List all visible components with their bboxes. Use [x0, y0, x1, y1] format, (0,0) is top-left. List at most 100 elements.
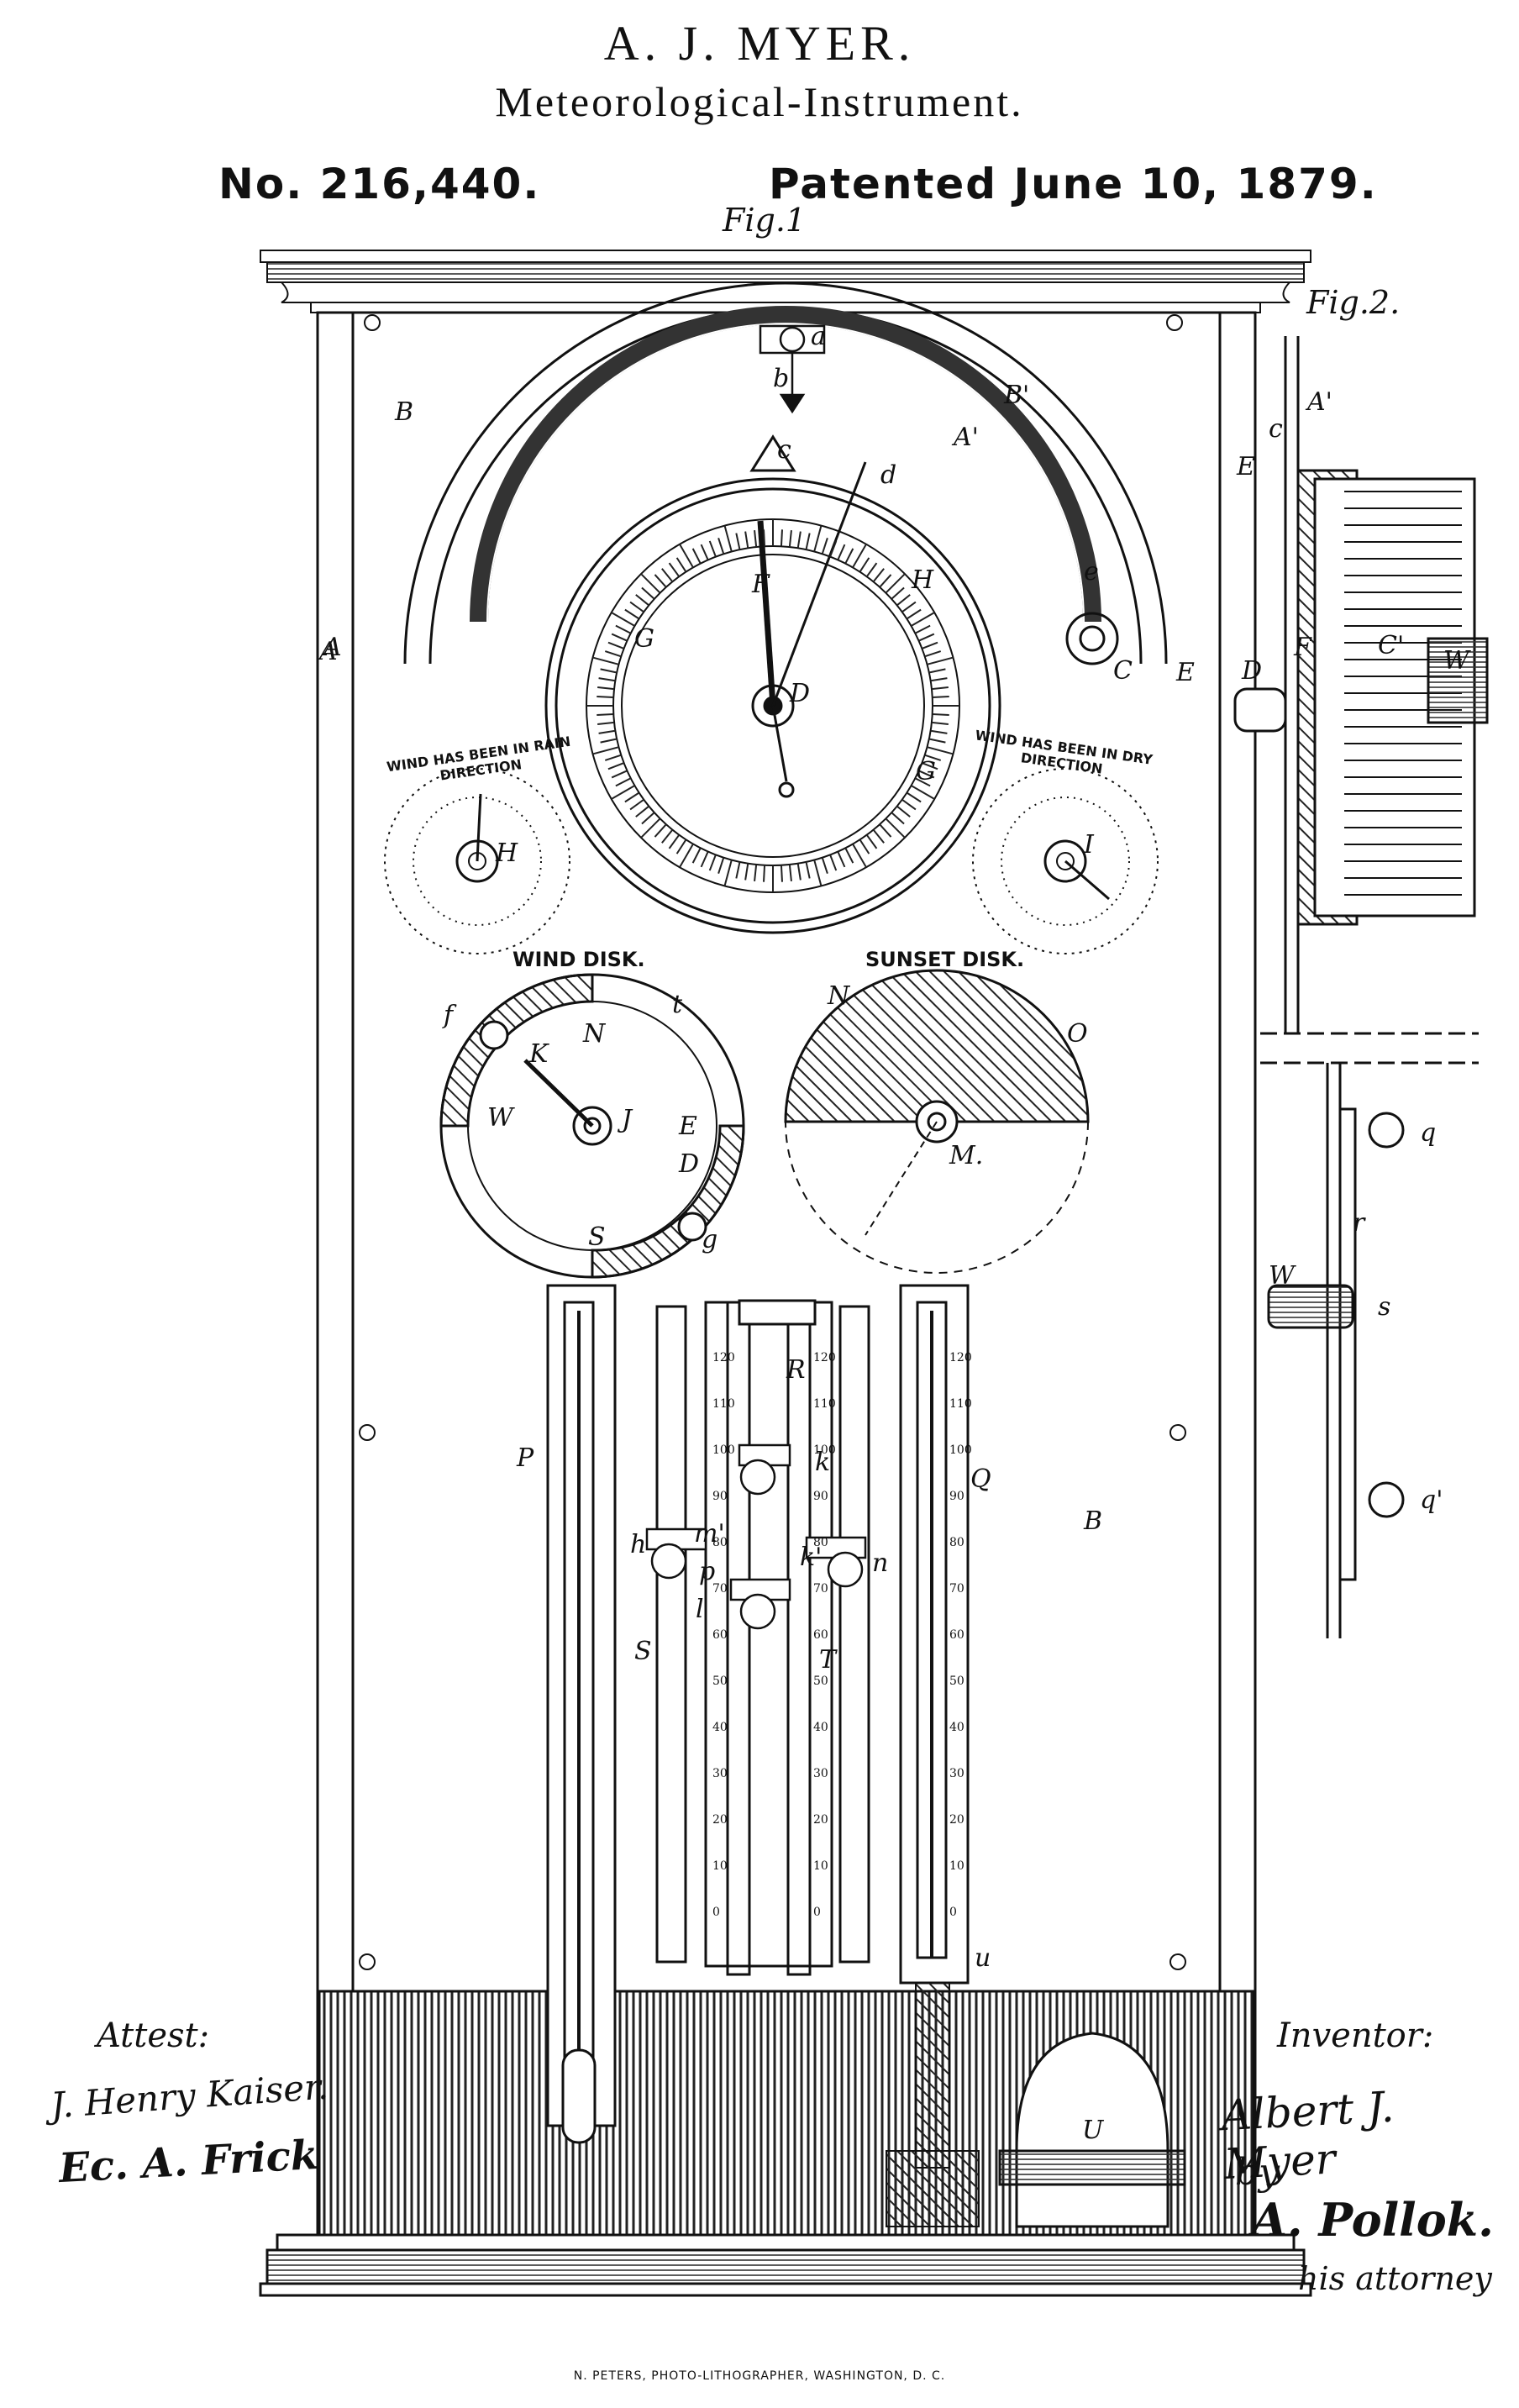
reference-letter: T — [819, 1645, 838, 1675]
reference-letter: N — [827, 981, 851, 1011]
barometer-tick — [615, 624, 632, 634]
scale-number: 120 — [712, 1351, 735, 1364]
barometer-tick — [911, 612, 935, 627]
barometer-tick — [829, 854, 838, 871]
reference-letter: E — [1175, 658, 1195, 687]
screws — [359, 314, 1186, 1970]
reference-letter: U — [1082, 2116, 1105, 2145]
reference-letter: m' — [694, 1519, 725, 1548]
barometer-tick — [872, 829, 885, 844]
scale-number: 0 — [813, 1906, 821, 1919]
scale-number: 50 — [712, 1675, 728, 1688]
barometer-tick — [723, 860, 733, 886]
barometer-tick — [654, 823, 667, 838]
thermometer-right — [899, 1284, 970, 1985]
reference-letter: O — [1067, 1019, 1088, 1049]
inventor-label: Inventor: — [1277, 2016, 1434, 2055]
scale-number: 30 — [813, 1767, 828, 1780]
thermometer-left — [546, 1284, 617, 2144]
barometer-tick — [896, 805, 911, 818]
reference-letter: c — [1269, 414, 1283, 444]
patent-date: Patented June 10, 1879. — [769, 160, 1378, 208]
scale-number: 120 — [949, 1351, 972, 1364]
barometer-tick — [708, 854, 717, 871]
barometer-tick — [679, 544, 694, 568]
barometer-tick — [865, 562, 878, 577]
barometer-tick — [796, 531, 802, 549]
reference-letter: h — [630, 1530, 646, 1559]
barometer-tick — [592, 656, 619, 665]
by-label: by — [1235, 2151, 1280, 2194]
scale-number: 100 — [813, 1443, 836, 1457]
wet-bulb — [886, 1982, 980, 2227]
barometer-tick — [597, 712, 614, 716]
barometer-tick — [763, 865, 766, 882]
sunset-disk — [784, 969, 1090, 1274]
reference-letter: A — [321, 633, 342, 662]
barometer-tick — [675, 839, 687, 854]
barometer-tick — [918, 770, 935, 779]
barometer-tick — [896, 594, 911, 607]
patent-title: Meteorological-Instrument. — [495, 78, 1024, 125]
barometer-tick — [691, 847, 702, 864]
barometer-tick — [735, 861, 741, 879]
barometer-tick — [911, 785, 935, 800]
reference-letter: P — [516, 1443, 534, 1473]
scale-number: 90 — [813, 1490, 828, 1503]
barometer-tick — [891, 586, 905, 600]
fig2-side-view — [1233, 336, 1489, 1638]
barometer-tick — [879, 574, 892, 588]
barometer-tick — [844, 847, 854, 864]
scale-number: 60 — [712, 1628, 728, 1642]
reference-letter: H — [911, 565, 934, 595]
barometer-tick — [598, 729, 616, 734]
barometer-tick — [930, 677, 948, 682]
reference-letter: f — [442, 1001, 457, 1030]
scale-number: 50 — [813, 1675, 828, 1688]
reference-letter: e — [1084, 557, 1099, 586]
reference-letter: Q — [970, 1464, 991, 1494]
barometer-tick — [924, 754, 942, 761]
barometer-tick — [788, 530, 792, 548]
barometer-tick — [914, 624, 931, 634]
barometer-tick — [629, 798, 644, 811]
scale-number: 0 — [712, 1906, 720, 1919]
barometer-tick — [805, 861, 811, 879]
scale-number: 110 — [813, 1397, 836, 1411]
barometer-tick — [931, 721, 949, 725]
barometer-tick — [629, 601, 644, 613]
barometer-tick — [607, 762, 624, 770]
central-slides — [655, 1299, 870, 1976]
barometer-tick — [927, 746, 954, 755]
barometer-tick — [922, 641, 938, 649]
reference-letter: R — [786, 1355, 806, 1385]
barometer-tick — [598, 677, 616, 682]
barometer-tick — [744, 863, 749, 881]
scale-number: 50 — [949, 1675, 964, 1688]
barometer-tick — [604, 650, 622, 658]
barometer-tick — [813, 525, 823, 552]
scale-number: 90 — [712, 1490, 728, 1503]
reference-letter: A' — [951, 423, 979, 452]
barometer-tick — [901, 798, 917, 811]
wind-disk-label: WIND DISK. — [512, 948, 645, 971]
barometer-tick — [604, 754, 622, 761]
scale-number: 40 — [949, 1721, 964, 1734]
reference-letter: l — [696, 1595, 704, 1624]
barometer-tick — [600, 668, 618, 674]
scale-number: 10 — [813, 1859, 828, 1873]
barometer-tick — [821, 857, 828, 875]
barometer-tick — [932, 712, 949, 716]
scale-number: 120 — [813, 1351, 836, 1364]
cabinet-top — [260, 250, 1311, 313]
barometer-tick — [891, 812, 905, 825]
reference-letter: I — [1083, 830, 1095, 860]
barometer-tick — [708, 540, 717, 557]
scale-number: 70 — [949, 1582, 964, 1596]
reference-letter: B — [394, 397, 413, 427]
barometer-tick — [754, 864, 758, 881]
reference-letter: s — [1378, 1292, 1390, 1322]
top-clamp — [759, 324, 826, 414]
barometer-tick — [661, 568, 674, 582]
